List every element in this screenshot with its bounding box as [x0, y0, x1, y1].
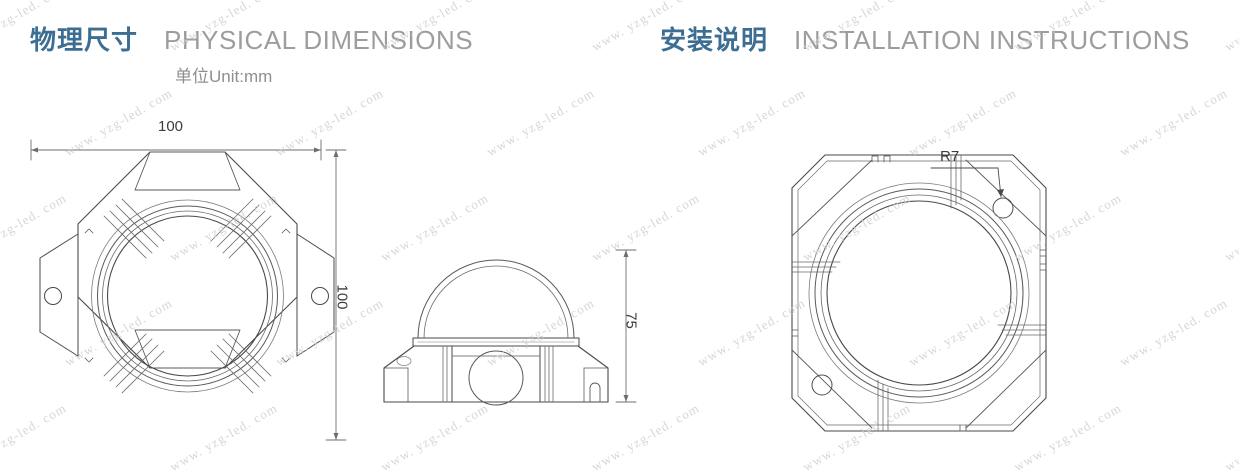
fixing-hole-top-right	[992, 197, 1014, 219]
fixing-hole-bottom-left	[811, 374, 833, 396]
section-title-en-2: INSTALLATION INSTRUCTIONS	[794, 25, 1190, 55]
side-view-drawing	[383, 259, 609, 406]
section-title-cn: 物理尺寸	[30, 26, 139, 56]
top-view-drawing	[39, 151, 335, 394]
installation-view-drawing	[791, 154, 1047, 432]
unit-subtitle: 单位Unit:mm	[175, 67, 273, 86]
section-title-cn-2: 安装说明	[660, 26, 769, 56]
dimension-label-radius: R7	[940, 148, 960, 165]
radius-leader-line	[930, 167, 1004, 198]
section-header-physical-dimensions: 物理尺寸 PHYSICAL DIMENSIONS	[30, 20, 473, 57]
dimension-label-side-height: 75	[622, 312, 640, 329]
section-title-en: PHYSICAL DIMENSIONS	[164, 25, 474, 55]
top-view-dimensions	[30, 139, 347, 441]
dimension-label-depth: 100	[333, 284, 351, 310]
side-view-dimensions	[615, 249, 637, 403]
dimension-label-width: 100	[158, 118, 184, 135]
section-header-installation-instructions: 安装说明 INSTALLATION INSTRUCTIONS	[660, 20, 1190, 57]
